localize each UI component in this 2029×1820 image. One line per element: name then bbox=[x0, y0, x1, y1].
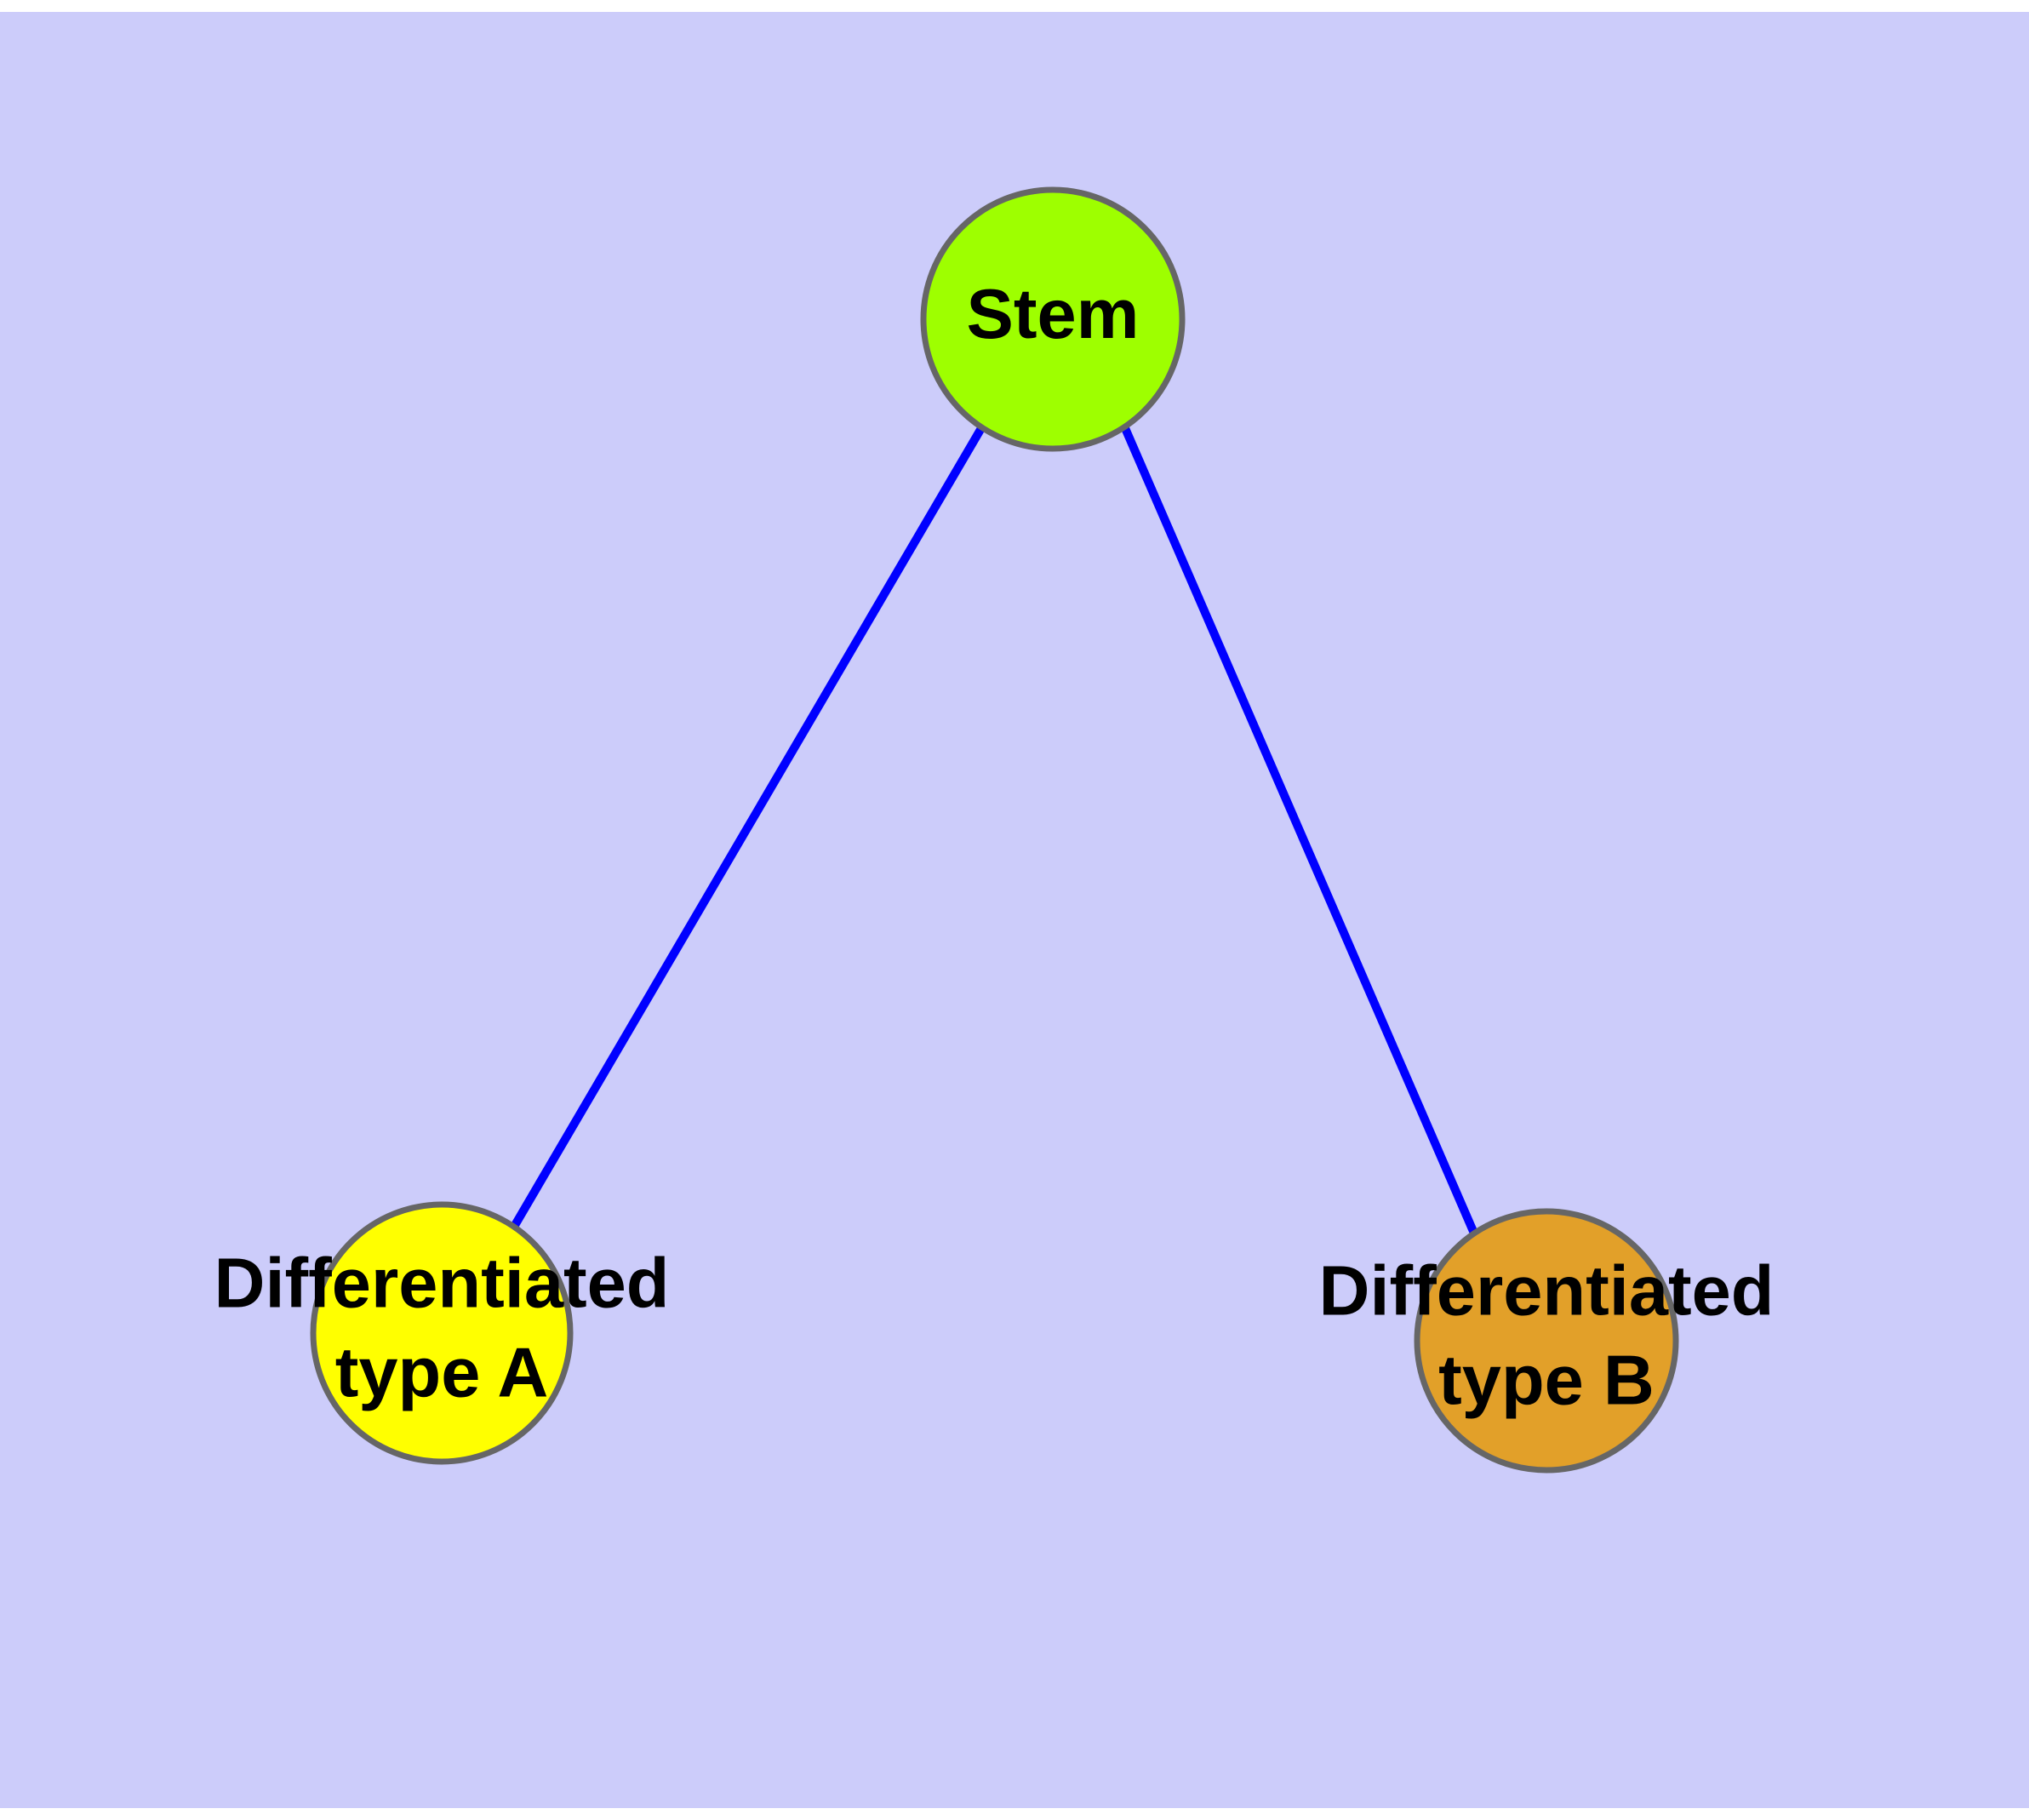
node-label-line: type A bbox=[335, 1332, 549, 1411]
node-label-diff_b: Differentiated type B bbox=[1319, 1251, 1775, 1419]
edge-layer bbox=[510, 426, 1479, 1237]
graph-node-diff_a[interactable] bbox=[310, 1201, 574, 1465]
node-label-line: Differentiated bbox=[1319, 1251, 1775, 1330]
node-label-line: type B bbox=[1438, 1340, 1655, 1419]
graph-edge-stem-to-diff-b[interactable] bbox=[1121, 426, 1479, 1237]
node-layer bbox=[310, 186, 1679, 1474]
node-label-stem: Stem bbox=[967, 274, 1140, 353]
graph-node-stem[interactable] bbox=[920, 186, 1186, 452]
node-label-line: Stem bbox=[967, 274, 1140, 353]
node-label-line: Differentiated bbox=[214, 1243, 670, 1322]
graph-edge-stem-to-diff-a[interactable] bbox=[510, 426, 986, 1229]
graph-node-diff_b[interactable] bbox=[1414, 1208, 1679, 1474]
node-label-diff_a: Differentiated type A bbox=[214, 1243, 670, 1411]
